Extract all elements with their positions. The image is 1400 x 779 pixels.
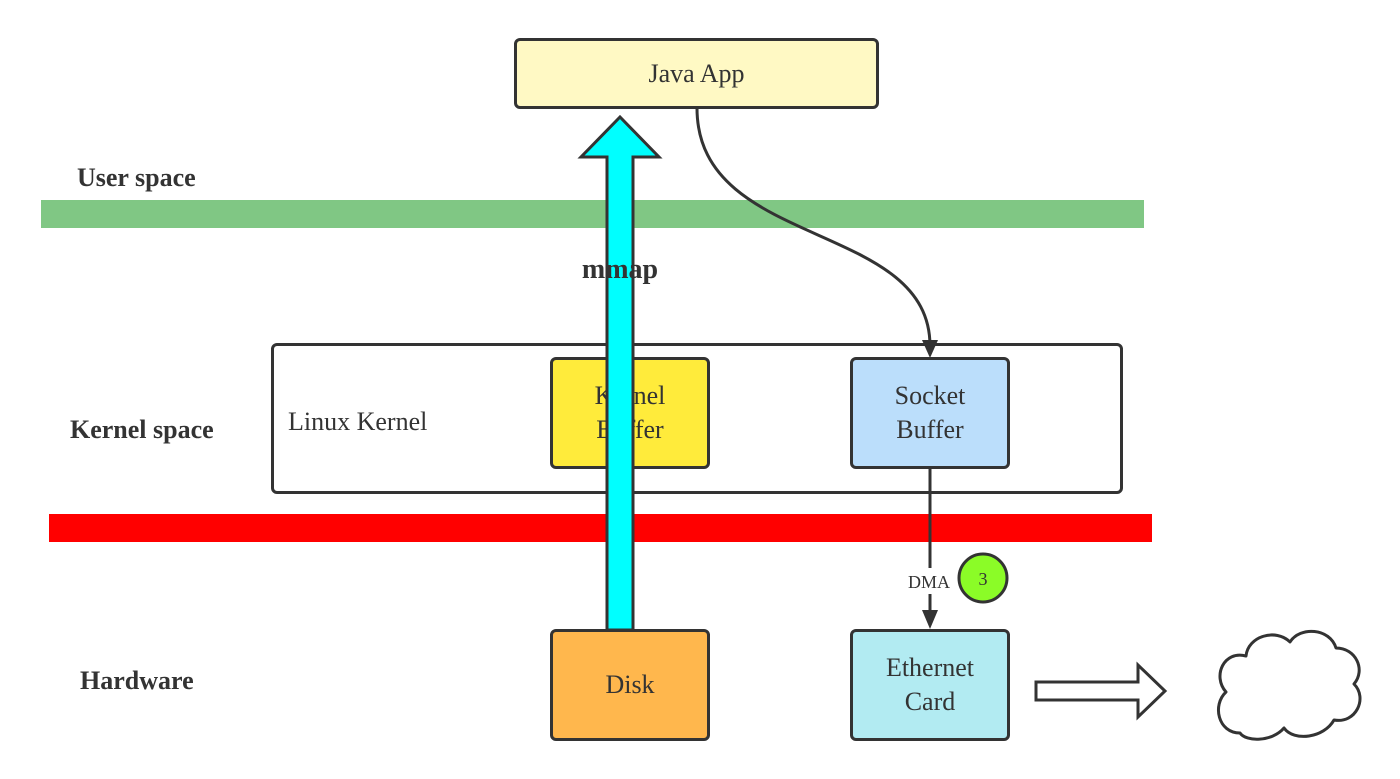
step-number: 3: [979, 569, 988, 589]
ethernet-card-box: Ethernet Card: [850, 629, 1010, 741]
kernel-hardware-boundary-band: [49, 514, 1152, 542]
user-space-label: User space: [77, 163, 196, 192]
app-to-socket-connector: [695, 107, 932, 347]
java-app-box: Java App: [514, 38, 879, 109]
user-kernel-boundary-band: [41, 200, 1144, 228]
socket-buffer-label: Socket Buffer: [894, 381, 966, 444]
cloud-icon: [1217, 629, 1362, 741]
mmap-label: mmap: [582, 254, 658, 285]
java-app-label: Java App: [648, 58, 745, 88]
socket-buffer-arrowhead: [922, 340, 938, 358]
kernel-space-label: Kernel space: [70, 415, 214, 444]
dma-label: DMA: [908, 572, 950, 592]
step-badge: [957, 552, 1009, 604]
dma-label-bg: [903, 568, 955, 594]
mmap-arrow: [577, 114, 663, 632]
linux-kernel-frame: [271, 343, 1123, 494]
ethernet-arrowhead: [922, 610, 938, 629]
socket-buffer-box: Socket Buffer: [850, 357, 1010, 469]
ethernet-card-label: Ethernet Card: [885, 653, 975, 716]
linux-kernel-label: Linux Kernel: [288, 407, 428, 436]
hollow-right-arrow-icon: [1034, 661, 1168, 721]
disk-label: Disk: [605, 670, 655, 699]
hardware-label: Hardware: [80, 666, 194, 695]
